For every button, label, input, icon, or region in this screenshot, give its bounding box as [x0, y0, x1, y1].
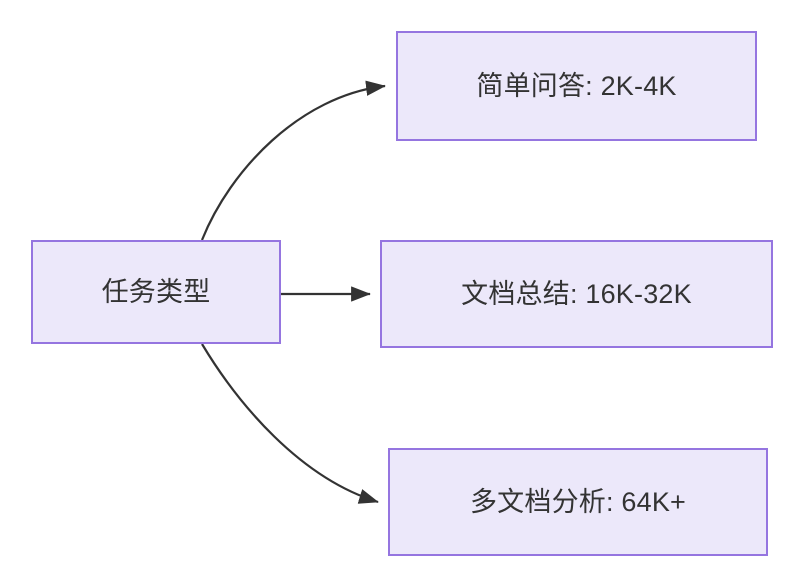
node-task-type[interactable]: 任务类型 — [31, 240, 281, 344]
edge-root-to-simple-qa — [200, 80, 386, 241]
node-simple-qa-label: 简单问答: 2K-4K — [476, 70, 677, 101]
node-multi-doc-analysis-label: 多文档分析: 64K+ — [469, 486, 686, 517]
node-multi-doc-analysis[interactable]: 多文档分析: 64K+ — [388, 448, 768, 556]
node-doc-summary[interactable]: 文档总结: 16K-32K — [380, 240, 773, 348]
node-task-type-label: 任务类型 — [101, 276, 211, 307]
edge-root-to-multi-doc — [201, 343, 379, 504]
node-simple-qa[interactable]: 简单问答: 2K-4K — [396, 31, 757, 141]
node-doc-summary-label: 文档总结: 16K-32K — [461, 278, 692, 309]
